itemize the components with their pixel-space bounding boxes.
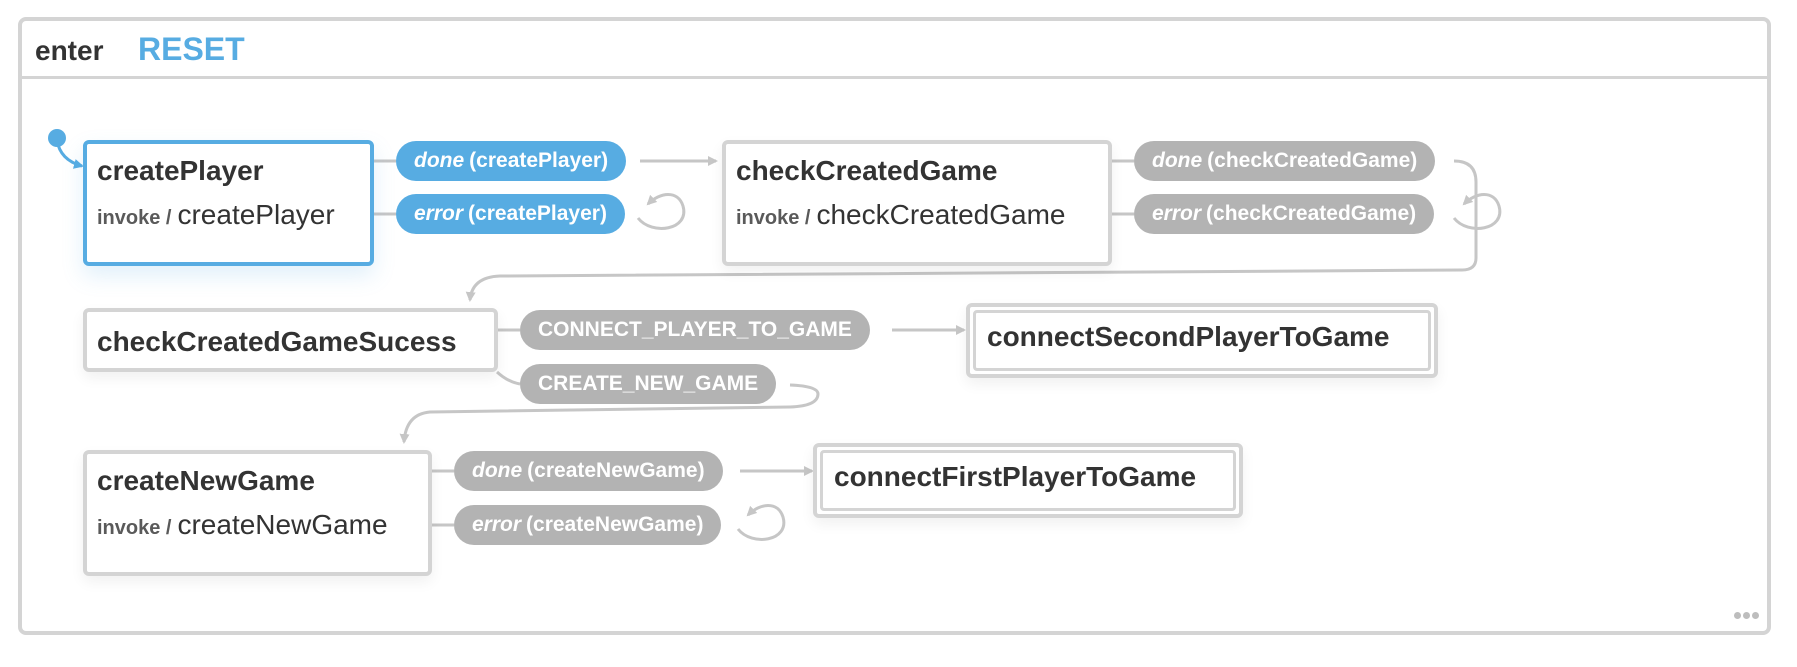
state-name: createPlayer <box>97 155 264 186</box>
initial-state-arrow <box>55 139 84 169</box>
state-createNewGame[interactable]: createNewGame invoke /createNewGame <box>83 450 432 576</box>
reset-event-button[interactable]: RESET <box>138 31 245 67</box>
state-name: checkCreatedGame <box>736 155 998 186</box>
edge-error-self-loop-createNewGame <box>736 504 786 541</box>
state-connectFirstPlayerToGame[interactable]: connectFirstPlayerToGame <box>813 443 1243 518</box>
state-invoke: invoke /createPlayer <box>97 199 335 230</box>
event-error-checkCreatedGame[interactable]: error(checkCreatedGame) <box>1134 194 1435 234</box>
machine-id: enter <box>35 35 104 66</box>
event-done-checkCreatedGame[interactable]: done(checkCreatedGame) <box>1134 141 1436 181</box>
state-connectSecondPlayerToGame[interactable]: connectSecondPlayerToGame <box>966 303 1438 378</box>
state-name: connectSecondPlayerToGame <box>987 321 1390 352</box>
event-done-createNewGame[interactable]: done(createNewGame) <box>454 451 723 491</box>
edge-error-self-loop-checkCreatedGame <box>1452 193 1502 230</box>
event-create-new-game[interactable]: CREATE_NEW_GAME <box>520 364 777 404</box>
edge-create-pill-to-createNewGame <box>399 383 820 444</box>
edge-checkCreatedGameSucess-to-create-pill <box>495 370 521 386</box>
edge-error-self-loop-createPlayer <box>636 193 686 230</box>
machine-header: enter RESET <box>22 21 1767 79</box>
state-checkCreatedGame[interactable]: checkCreatedGame invoke /checkCreatedGam… <box>722 140 1112 266</box>
event-error-createNewGame[interactable]: error(createNewGame) <box>454 505 722 545</box>
state-name: checkCreatedGameSucess <box>97 326 457 357</box>
state-name: connectFirstPlayerToGame <box>834 461 1197 492</box>
state-invoke: invoke /createNewGame <box>97 509 388 540</box>
event-error-createPlayer[interactable]: error(createPlayer) <box>396 194 625 234</box>
event-connect-player-to-game[interactable]: CONNECT_PLAYER_TO_GAME <box>520 310 870 350</box>
state-createPlayer[interactable]: createPlayer invoke /createPlayer <box>83 140 374 266</box>
state-invoke: invoke /checkCreatedGame <box>736 199 1066 230</box>
event-done-createPlayer[interactable]: done(createPlayer) <box>396 141 627 181</box>
edge-done-pill-to-checkCreatedGameSucess <box>465 159 1478 302</box>
state-name: createNewGame <box>97 465 315 496</box>
more-options-icon[interactable] <box>1734 612 1759 619</box>
initial-state-dot <box>48 129 66 147</box>
state-checkCreatedGameSucess[interactable]: checkCreatedGameSucess <box>83 308 498 372</box>
